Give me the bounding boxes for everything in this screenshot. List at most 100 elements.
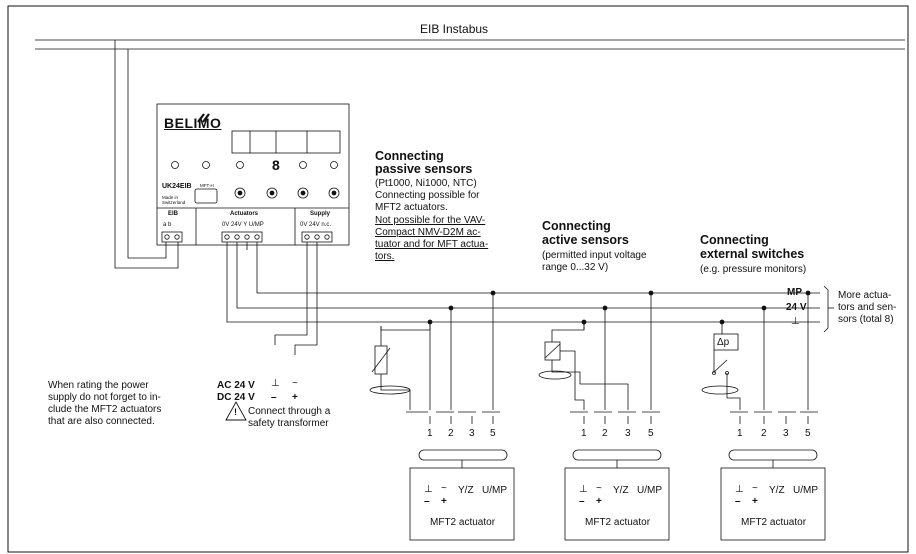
group-label-actuators: Actuators [230, 211, 259, 217]
dp-symbol: Δp [717, 337, 730, 348]
more-text-2: tors and sen- [838, 302, 897, 313]
actuator-u-symbol: U/MP [637, 485, 662, 496]
actuator-plus: + [441, 496, 447, 507]
gnd-line [226, 242, 820, 323]
supply-plus: + [292, 392, 298, 403]
note-line-2: supply do not forget to in- [48, 392, 161, 403]
actuator-u-symbol: U/MP [793, 485, 818, 496]
terminal-eib [161, 231, 183, 243]
knob-3 [297, 187, 309, 199]
actuator-y-symbol: Y/Z [769, 485, 785, 496]
wire-number: 1 [737, 428, 743, 439]
device-body [156, 103, 350, 246]
actuator-gnd-symbol: ⊥ [579, 484, 588, 495]
actuator-label: MFT2 actuator [585, 517, 651, 528]
passive-line-2: Connecting possible for [375, 190, 480, 201]
actuator-y-symbol: Y/Z [458, 485, 474, 496]
warning-triangle [225, 401, 247, 421]
wire-number: 1 [427, 428, 433, 439]
actuator-tilde-symbol: ~ [596, 483, 602, 494]
supply-ac-label: AC 24 V [217, 380, 255, 391]
led-5 [330, 161, 338, 169]
active-line-1: (permitted input voltage [542, 250, 647, 261]
warning-icon: ! [234, 407, 237, 417]
passive-line-3: MFT2 actuators. [375, 202, 448, 213]
supply-0v-wire [274, 242, 308, 345]
wire-number: 3 [783, 428, 789, 439]
passive-line-1: (Pt1000, Ni1000, NTC) [375, 178, 477, 189]
device-button [194, 188, 218, 204]
actuator-plus: + [596, 496, 602, 507]
supply-minus: – [271, 392, 277, 403]
device-display-area [231, 130, 341, 154]
passive-note-2: Compact NMV-D2M ac- [375, 227, 481, 238]
passive-note-4: tors. [375, 251, 395, 262]
actuator-label: MFT2 actuator [430, 517, 496, 528]
group-label-supply: Supply [310, 211, 331, 217]
wire-number: 5 [648, 428, 654, 439]
supply-gnd-symbol: ⊥ [271, 378, 280, 389]
terminal-actuators [221, 231, 263, 243]
supply-24v-wire [294, 242, 318, 355]
display-digit: 8 [272, 157, 280, 173]
made-in: Made in Switzerland [162, 195, 186, 205]
passive-heading-2: passive sensors [375, 162, 473, 176]
led-4 [299, 161, 307, 169]
wire-number: 3 [625, 428, 631, 439]
knob-2 [266, 187, 278, 199]
group-label-eib: EIB [168, 211, 179, 217]
terminal-label-actuators: 0V 24V Y U/MP [222, 222, 264, 228]
mp-line-label: MP [787, 287, 802, 298]
eib-wire-a [114, 40, 179, 269]
note-line-4: that are also connected. [48, 416, 155, 427]
bus-bracket [823, 285, 829, 333]
page-frame [7, 5, 909, 553]
actuator-box-1 [409, 467, 515, 541]
mp-line [256, 242, 820, 294]
actuator-box-2 [564, 467, 670, 541]
wire-number: 2 [602, 428, 608, 439]
led-1 [171, 161, 179, 169]
brand-logo: BELIMO [164, 115, 222, 131]
actuator-tilde-symbol: ~ [752, 483, 758, 494]
passive-heading-1: Connecting [375, 149, 444, 163]
warning-text-2: safety transformer [248, 418, 329, 429]
switches-heading-2: external switches [700, 247, 805, 261]
active-line-2: range 0...32 V) [542, 262, 609, 273]
switches-line-1: (e.g. pressure monitors) [700, 264, 807, 275]
bus-label: EIB Instabus [420, 22, 489, 36]
terminal-label-supply: 0V 24V n.c. [300, 222, 332, 228]
actuator-u-symbol: U/MP [482, 485, 507, 496]
wire-number: 5 [490, 428, 496, 439]
actuator-y-symbol: Y/Z [613, 485, 629, 496]
actuator-label: MFT2 actuator [741, 517, 807, 528]
more-text-1: More actua- [838, 290, 892, 301]
wire-number: 2 [448, 428, 454, 439]
eib-wire-b [127, 49, 167, 259]
actuator-box-3 [720, 467, 826, 541]
led-3 [236, 161, 244, 169]
actuator-minus: – [424, 496, 430, 507]
knob-1 [234, 187, 246, 199]
passive-note-1: Not possible for the VAV- [375, 215, 486, 226]
warning-text-1: Connect through a [248, 406, 331, 417]
actuator-gnd-symbol: ⊥ [735, 484, 744, 495]
terminal-label-eib: a b [163, 222, 172, 228]
terminal-supply [301, 231, 333, 243]
v24-line [236, 242, 820, 309]
dp-box [713, 333, 739, 351]
note-line-3: clude the MFT2 actuators [48, 404, 162, 415]
group-passive [369, 290, 515, 541]
switch-contact [713, 359, 728, 373]
wire-number: 1 [581, 428, 587, 439]
wire-number: 2 [761, 428, 767, 439]
actuator-minus: – [735, 496, 741, 507]
actuator-tilde-symbol: ~ [441, 483, 447, 494]
led-2 [202, 161, 210, 169]
actuator-plus: + [752, 496, 758, 507]
device-model: UK24EIB [162, 183, 192, 190]
group-switch [701, 290, 826, 541]
more-text-3: sors (total 8) [838, 314, 894, 325]
actuator-minus: – [579, 496, 585, 507]
